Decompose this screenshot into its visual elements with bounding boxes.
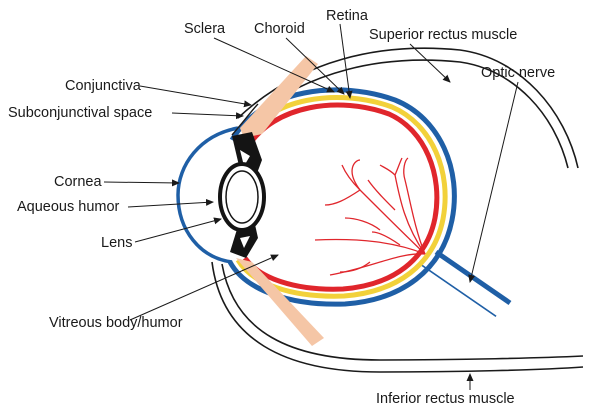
label-lens: Lens (101, 235, 132, 251)
label-vitreous-body: Vitreous body/humor (49, 315, 183, 331)
label-choroid: Choroid (254, 21, 305, 37)
label-optic-nerve: Optic nerve (481, 65, 555, 81)
retina-layer (245, 105, 437, 289)
labels: Sclera Choroid Retina Superior rectus mu… (8, 8, 555, 407)
label-aqueous-humor: Aqueous humor (17, 199, 120, 215)
label-inferior-rectus: Inferior rectus muscle (376, 391, 515, 407)
lens (220, 164, 264, 230)
label-conjunctiva: Conjunctiva (65, 78, 142, 94)
retinal-blood-vessels (315, 158, 425, 275)
label-cornea: Cornea (54, 174, 102, 190)
label-sclera: Sclera (184, 21, 226, 37)
label-subconjunctival-space: Subconjunctival space (8, 105, 152, 121)
label-superior-rectus: Superior rectus muscle (369, 27, 517, 43)
label-retina: Retina (326, 8, 369, 24)
